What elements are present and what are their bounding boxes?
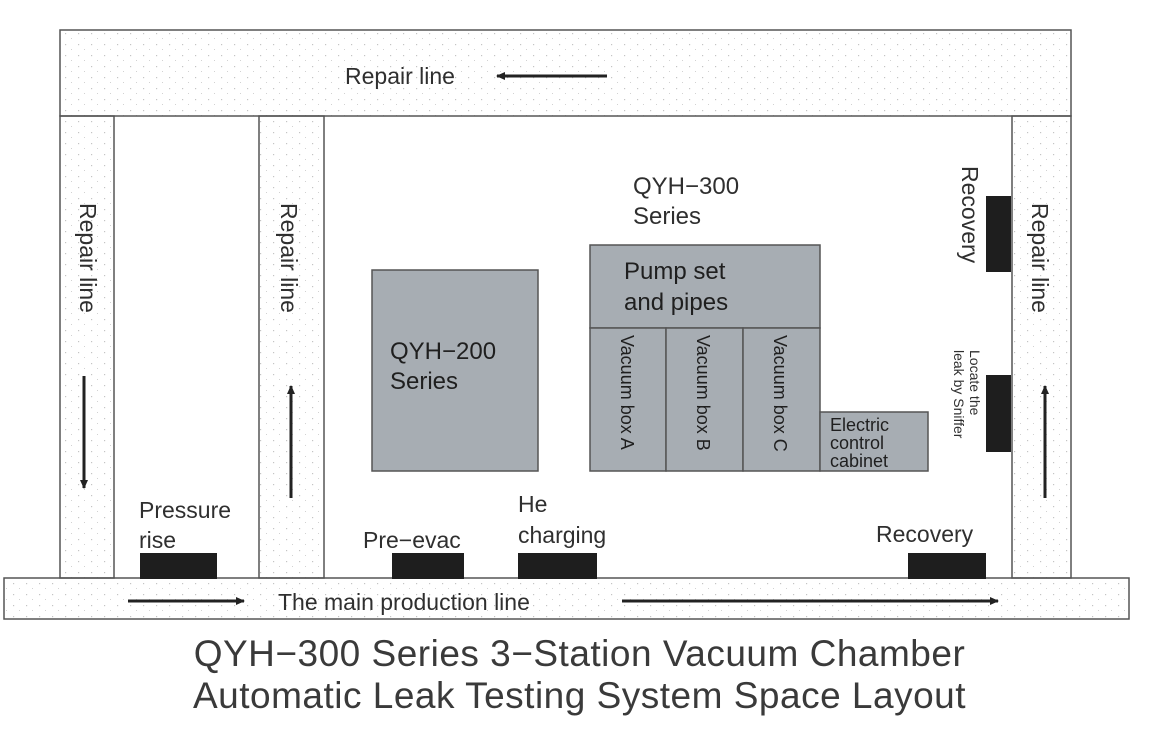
repair-line-top-zone	[59, 29, 1072, 117]
electric-cabinet-label-line1: Electric	[830, 415, 889, 435]
electric-control-cabinet-box	[819, 411, 929, 472]
vacuum-box-c	[742, 327, 821, 472]
vacuum-box-b	[665, 327, 744, 472]
caption-line2: Automatic Leak Testing System Space Layo…	[192, 675, 967, 716]
repair-line-top-label: Repair line	[345, 63, 455, 89]
repair-line-right-zone	[1011, 115, 1072, 579]
qyh200-label-line2: Series	[390, 368, 458, 395]
recovery-top-label: Recovery	[957, 166, 983, 264]
recovery-bottom-station	[908, 553, 986, 579]
pump-set-label-line1: Pump set	[624, 258, 726, 285]
he-charging-label-line1: He	[518, 491, 547, 517]
qyh300-label-line2: Series	[633, 203, 701, 230]
caption-line1: QYH−300 Series 3−Station Vacuum Chamber	[193, 633, 966, 674]
vacuum-box-c-label: Vacuum box C	[770, 335, 790, 452]
pressure-rise-label-line1: Pressure	[139, 497, 231, 523]
qyh200-series-box	[371, 269, 539, 472]
recovery-bottom-label: Recovery	[876, 521, 974, 547]
main-production-line-zone	[3, 577, 1130, 620]
pump-set-label-line2: and pipes	[624, 289, 728, 316]
main-production-line-label: The main production line	[278, 589, 530, 615]
vacuum-box-b-label: Vacuum box B	[693, 335, 713, 451]
qyh300-label-line1: QYH−300	[633, 173, 739, 200]
pre-evac-label: Pre−evac	[363, 527, 461, 553]
repair-line-right-label: Repair line	[1027, 203, 1053, 313]
locate-leak-label-line2: leak by Sniffer	[951, 350, 967, 439]
repair-line-mid-zone	[258, 115, 325, 579]
electric-cabinet-label-line2: control	[830, 433, 884, 453]
vacuum-box-a-label: Vacuum box A	[617, 335, 637, 450]
pre-evac-station	[392, 553, 464, 579]
vacuum-box-a	[589, 327, 667, 472]
locate-leak-station	[986, 375, 1011, 452]
electric-cabinet-label-line3: cabinet	[830, 451, 888, 471]
pressure-rise-station	[140, 553, 217, 579]
he-charging-station	[518, 553, 597, 579]
locate-leak-label-line1: Locate the	[967, 350, 983, 416]
recovery-top-station	[986, 196, 1011, 272]
repair-line-left-label: Repair line	[75, 203, 101, 313]
he-charging-label-line2: charging	[518, 522, 606, 548]
repair-line-left-zone	[59, 115, 115, 579]
pressure-rise-label-line2: rise	[139, 527, 176, 553]
repair-line-mid-label: Repair line	[276, 203, 302, 313]
qyh200-label-line1: QYH−200	[390, 338, 496, 365]
